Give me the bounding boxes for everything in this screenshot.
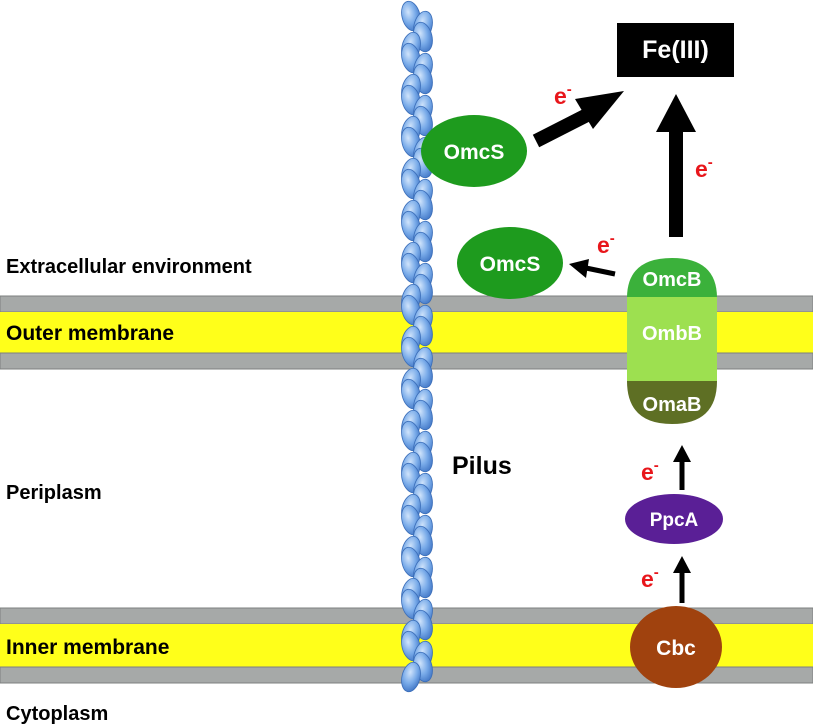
porin-cytochrome-complex: OmcB OmbB OmaB xyxy=(627,258,717,424)
arrow-omcb-to-omcs-head xyxy=(569,259,589,278)
fe-iii-acceptor: Fe(III) xyxy=(617,23,734,77)
ombb-shape xyxy=(627,297,717,382)
electron-label-ppca-omab: e- xyxy=(641,457,659,485)
cbc-label: Cbc xyxy=(656,637,696,660)
omcb-label: OmcB xyxy=(643,269,702,291)
fe-iii-label: Fe(III) xyxy=(642,36,709,64)
electron-label-cbc-ppca: e- xyxy=(641,564,659,592)
ppca: PpcA xyxy=(625,494,723,544)
omcs-upper: OmcS xyxy=(421,115,527,187)
arrow-omcb-to-fe-head xyxy=(656,94,696,132)
arrow-cbc-to-ppca-head xyxy=(673,556,691,573)
pilus-filament xyxy=(401,0,433,693)
omcs-upper-label: OmcS xyxy=(444,141,505,164)
arrow-ppca-to-omab-head xyxy=(673,445,691,462)
arrow-omcb-to-omcs-shaft xyxy=(585,265,616,277)
arrow-omcs-to-fe-head xyxy=(575,91,624,129)
cbc-shape xyxy=(630,606,722,688)
fe-iii-box xyxy=(617,23,734,77)
electron-labels: e- e- e- e- e- xyxy=(554,81,713,592)
electron-label-omcs-fe: e- xyxy=(554,81,572,109)
electron-flow-arrows xyxy=(532,91,696,603)
extracellular-label: Extracellular environment xyxy=(6,256,252,278)
omcs-lower-shape xyxy=(457,227,563,299)
inner-membrane-label: Inner membrane xyxy=(6,636,170,659)
omab-label: OmaB xyxy=(643,394,702,416)
arrow-omcs-to-fe-shaft xyxy=(532,108,591,148)
periplasm-label: Periplasm xyxy=(6,482,102,504)
outer-membrane-label: Outer membrane xyxy=(6,322,175,345)
omcs-lower: OmcS xyxy=(457,227,563,299)
omcs-upper-shape xyxy=(421,115,527,187)
omcb-shape xyxy=(627,258,717,298)
omab-shape xyxy=(627,381,717,424)
cbc: Cbc xyxy=(630,606,722,688)
cytoplasm-label: Cytoplasm xyxy=(6,703,109,725)
ombb-label: OmbB xyxy=(642,323,702,345)
pilus-subunit xyxy=(401,661,421,693)
omcs-lower-label: OmcS xyxy=(480,253,541,276)
electron-label-omcb-fe: e- xyxy=(695,154,713,182)
pilus-label: Pilus xyxy=(452,452,512,480)
electron-label-omcb-omcs: e- xyxy=(597,230,615,258)
ppca-shape xyxy=(625,494,723,544)
ppca-label: PpcA xyxy=(650,510,699,531)
